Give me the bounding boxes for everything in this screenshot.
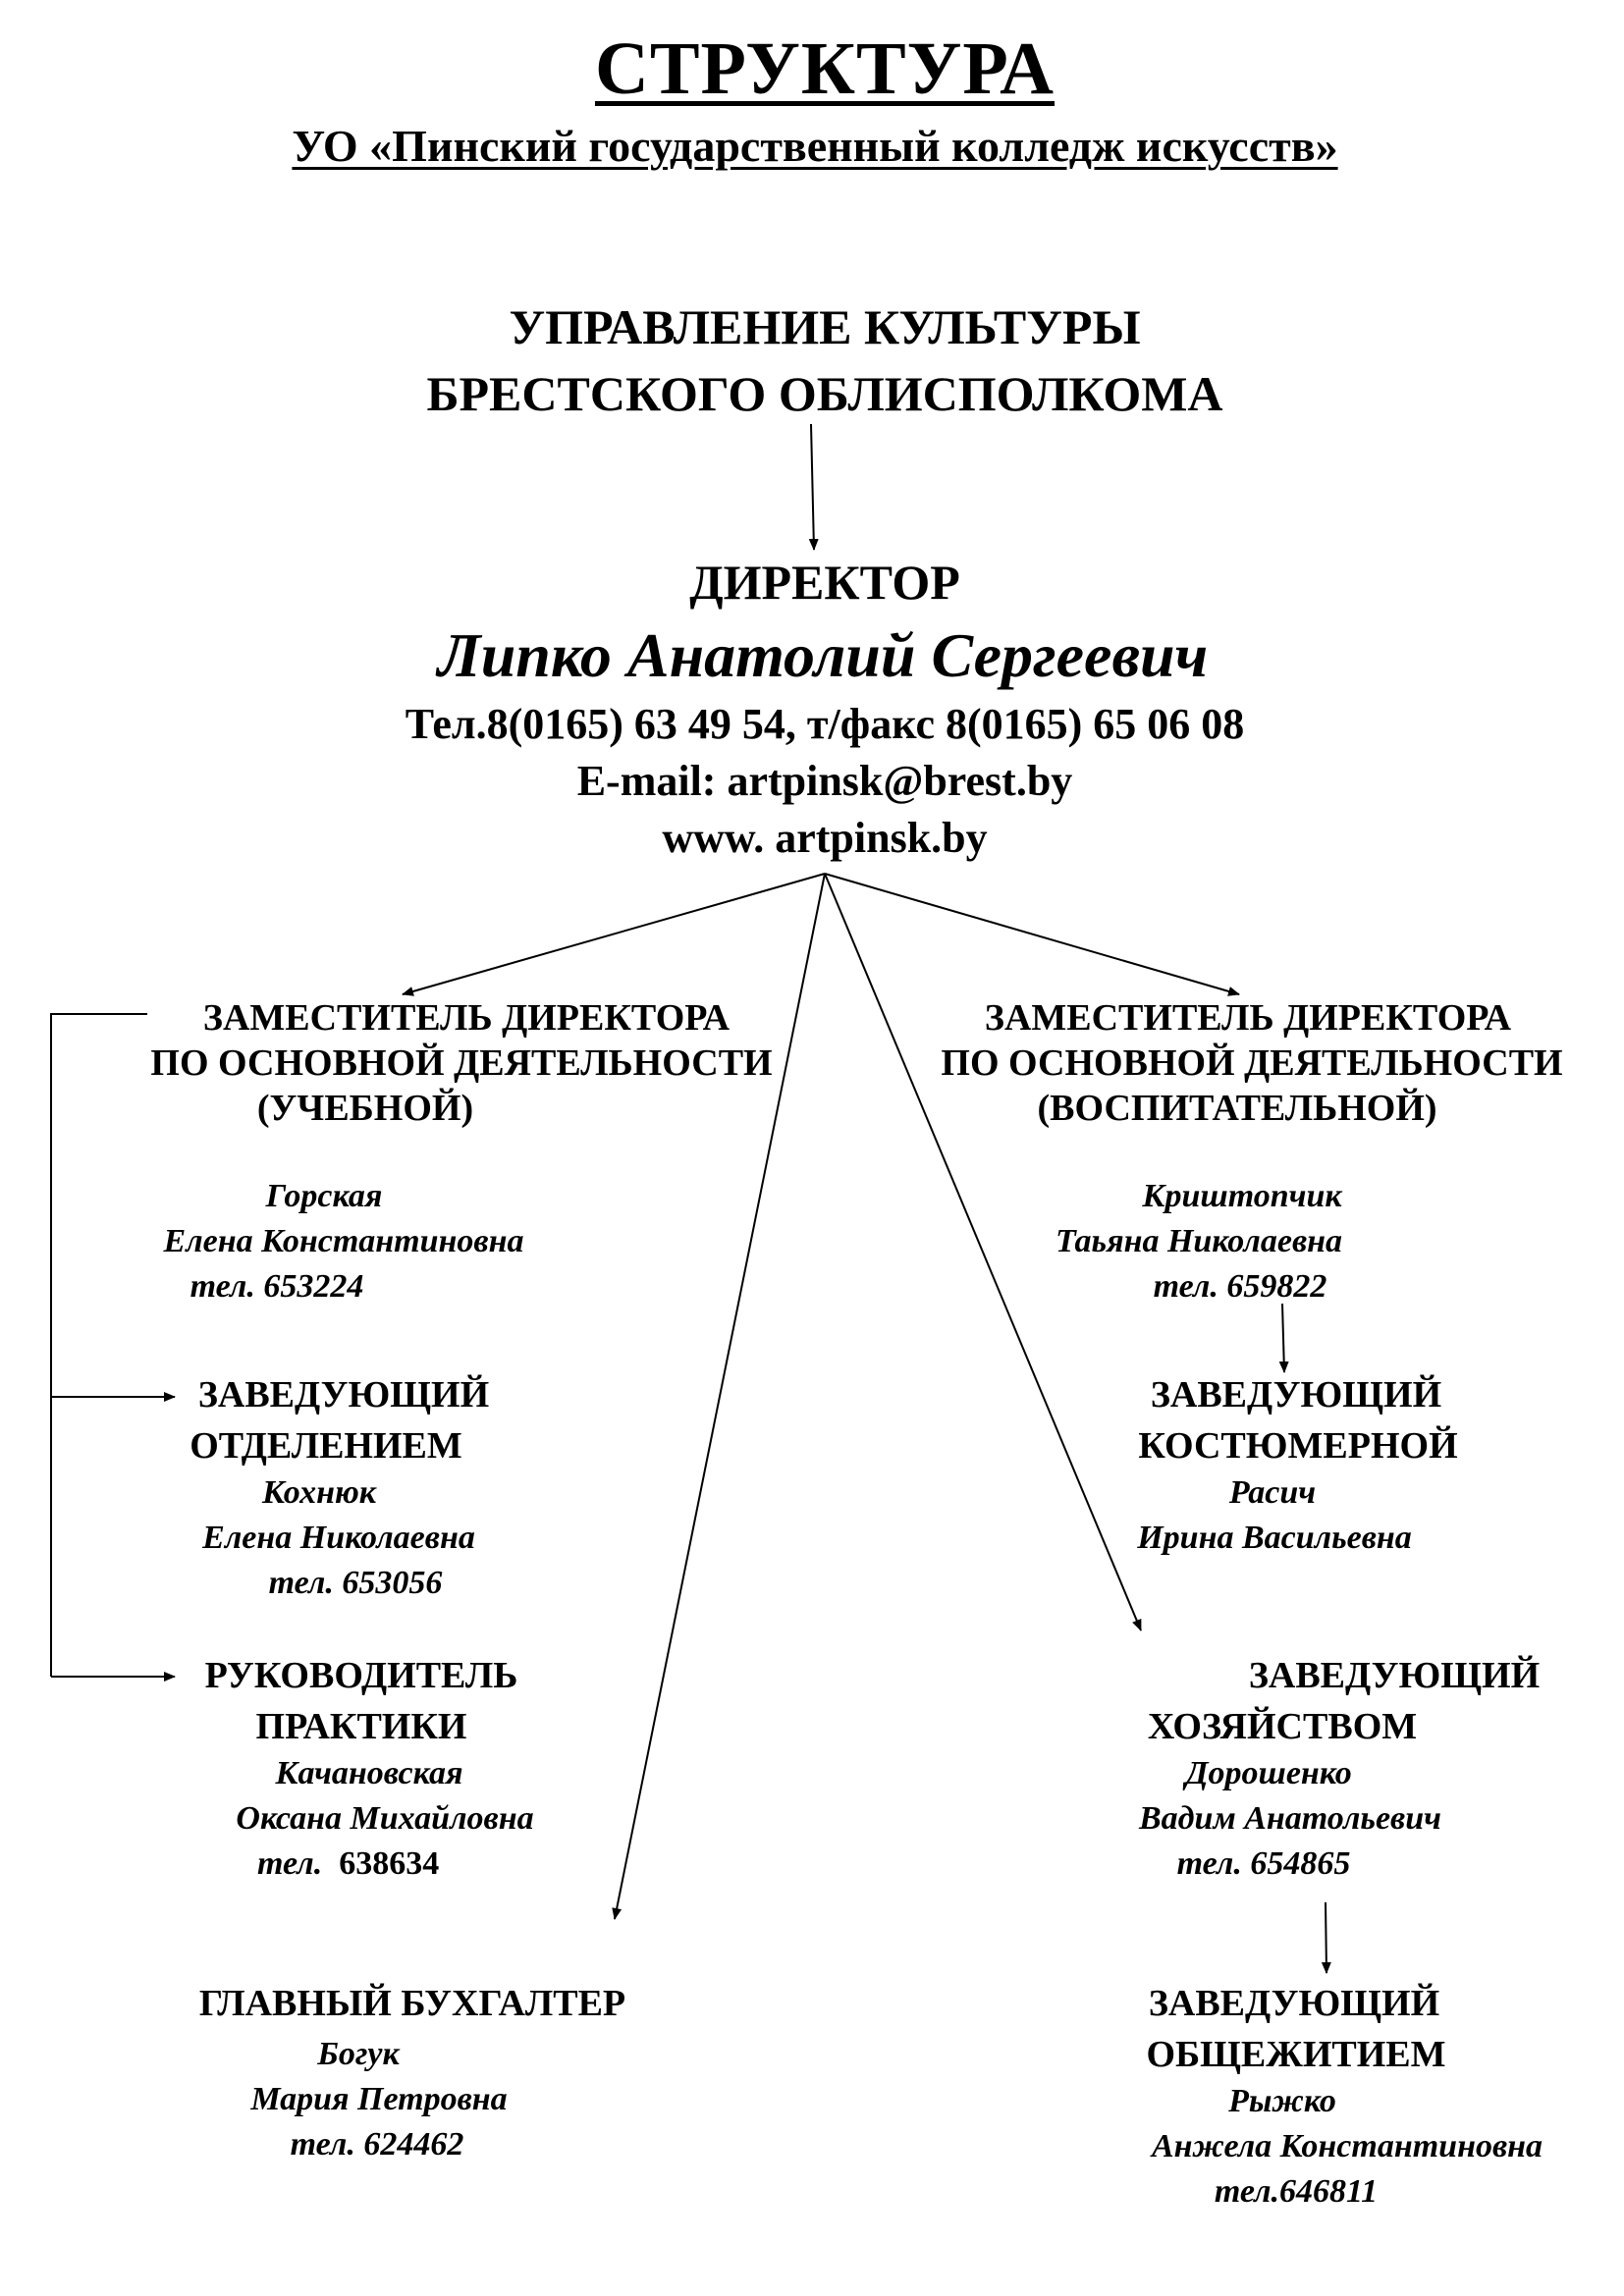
arrow-to-costume-head: [1278, 1303, 1289, 1373]
dept-head-given-name: Елена Николаевна: [202, 1520, 475, 1556]
arrow-to-deputy-study: [402, 873, 826, 996]
household-head-line1: ЗАВЕДУЮЩИЙ: [1248, 1655, 1541, 1696]
dept-head-line1: ЗАВЕДУЮЩИЙ: [197, 1374, 490, 1415]
accountant-surname: Богук: [317, 2036, 400, 2072]
dorm-head-surname: Рыжко: [1228, 2083, 1336, 2119]
top-unit-line1: УПРАВЛЕНИЕ КУЛЬТУРЫ: [509, 299, 1141, 354]
top-unit-line2: БРЕСТСКОГО ОБЛИСПОЛКОМА: [426, 366, 1223, 421]
deputy-study-line3: (УЧЕБНОЙ): [256, 1088, 474, 1129]
deputy-edu-line1: ЗАМЕСТИТЕЛЬ ДИРЕКТОРА: [984, 997, 1512, 1039]
director-email: E-mail: artpinsk@brest.by: [576, 757, 1073, 805]
costume-head-line1: ЗАВЕДУЮЩИЙ: [1150, 1374, 1442, 1415]
household-head-surname: Дорошенко: [1185, 1755, 1352, 1791]
dorm-head-given-name: Анжела Константиновна: [1151, 2128, 1543, 2164]
deputy-study-given-name: Елена Константиновна: [163, 1223, 524, 1259]
director-phones: Тел.8(0165) 63 49 54, т/факс 8(0165) 65 …: [405, 700, 1245, 748]
arrow-to-director: [808, 423, 819, 551]
dept-head-phone: тел. 653056: [268, 1565, 443, 1601]
deputy-study-phone: тел. 653224: [189, 1268, 364, 1305]
practice-head-phone-label: тел.: [257, 1845, 323, 1882]
household-head-given-name: Вадим Анатольевич: [1139, 1800, 1441, 1837]
arrow-to-accountant: [612, 873, 826, 1920]
practice-head-given-name: Оксана Михайловна: [236, 1800, 534, 1837]
deputy-study-line1: ЗАМЕСТИТЕЛЬ ДИРЕКТОРА: [202, 997, 731, 1039]
practice-head-phone: тел. 638634: [257, 1847, 439, 1881]
bracket-deputy-study: [50, 1013, 147, 1677]
director-title: ДИРЕКТОР: [689, 555, 960, 610]
dorm-head-phone: тел.646811: [1214, 2173, 1379, 2210]
accountant-given-name: Мария Петровна: [250, 2081, 508, 2117]
deputy-study-line2: ПО ОСНОВНОЙ ДЕЯТЕЛЬНОСТИ: [150, 1042, 773, 1084]
deputy-study-surname: Горская: [265, 1178, 383, 1214]
page-title: СТРУКТУРА: [594, 27, 1056, 110]
deputy-edu-line3: (ВОСПИТАТЕЛЬНОЙ): [1037, 1088, 1437, 1129]
arrow-to-deputy-edu: [824, 873, 1240, 996]
arrow-to-household: [824, 873, 1142, 1631]
dorm-head-line2: ОБЩЕЖИТИЕМ: [1146, 2034, 1446, 2075]
dorm-head-line1: ЗАВЕДУЮЩИЙ: [1148, 1983, 1440, 2024]
director-site: www. artpinsk.by: [662, 814, 988, 862]
costume-head-surname: Расич: [1228, 1474, 1317, 1511]
practice-head-line2: ПРАКТИКИ: [255, 1706, 467, 1747]
dept-head-line2: ОТДЕЛЕНИЕМ: [189, 1425, 462, 1467]
accountant-phone: тел. 624462: [290, 2126, 464, 2163]
costume-head-given-name: Ирина Васильевна: [1137, 1520, 1412, 1556]
practice-head-phone-number: 638634: [339, 1845, 440, 1882]
household-head-line2: ХОЗЯЙСТВОМ: [1147, 1706, 1418, 1747]
deputy-edu-given-name: Таьяна Николаевна: [1055, 1223, 1343, 1259]
director-name: Липко Анатолий Сергеевич: [437, 620, 1209, 690]
deputy-edu-phone: тел. 659822: [1153, 1268, 1327, 1305]
practice-head-line1: РУКОВОДИТЕЛЬ: [204, 1655, 518, 1696]
dept-head-surname: Кохнюк: [261, 1474, 377, 1511]
household-head-phone: тел. 654865: [1176, 1845, 1351, 1882]
page-subtitle: УО «Пинский государственный колледж иску…: [292, 121, 1338, 171]
costume-head-line2: КОСТЮМЕРНОЙ: [1138, 1425, 1458, 1467]
deputy-edu-surname: Криштопчик: [1142, 1178, 1342, 1214]
practice-head-surname: Качановская: [275, 1755, 463, 1791]
accountant-title: ГЛАВНЫЙ БУХГАЛТЕР: [198, 1983, 626, 2024]
deputy-edu-line2: ПО ОСНОВНОЙ ДЕЯТЕЛЬНОСТИ: [941, 1042, 1563, 1084]
